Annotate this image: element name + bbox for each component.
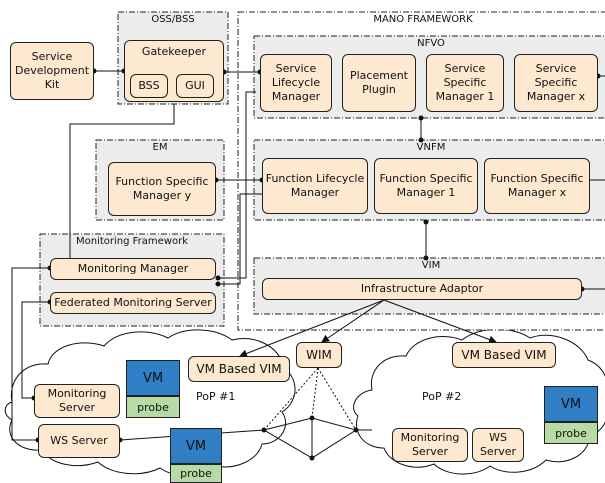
infrastructure-adaptor-box: Infrastructure Adaptor [262, 278, 582, 300]
vnfm-title: VNFM [416, 142, 446, 153]
service-specific-manager-1-box: Service Specific Manager 1 [426, 54, 504, 112]
placement-plugin-box: Placement Plugin [342, 54, 416, 112]
function-specific-manager-x-box: Function Specific Manager x [484, 158, 590, 214]
vm-1-box: VM [126, 360, 180, 396]
vm-based-vim-2-box: VM Based VIM [452, 342, 556, 368]
vim-title: VIM [421, 260, 441, 271]
ws-server-2-box: WS Server [472, 428, 524, 462]
monitoring-manager-box: Monitoring Manager [50, 258, 216, 280]
vm-2-box: VM [170, 428, 222, 464]
monitoring-server-2-box: Monitoring Server [392, 428, 468, 462]
pop2-label: PoP #2 [422, 390, 462, 403]
gui-box: GUI [176, 74, 214, 98]
oss-bss-title: OSS/BSS [151, 14, 195, 25]
monitoring-framework-title: Monitoring Framework [75, 236, 188, 247]
service-lifecycle-manager-box: Service Lifecycle Manager [260, 54, 332, 112]
bss-box: BSS [130, 74, 168, 98]
function-specific-manager-1-box: Function Specific Manager 1 [374, 158, 478, 214]
mano-framework-title: MANO FRAMEWORK [373, 14, 473, 25]
monitoring-server-1-box: Monitoring Server [34, 384, 120, 418]
vm-based-vim-1-box: VM Based VIM [188, 356, 290, 382]
pop1-label: PoP #1 [196, 390, 236, 403]
vm-3-box: VM [544, 386, 598, 422]
gatekeeper-label: Gatekeeper [141, 45, 207, 58]
ws-server-1-box: WS Server [38, 424, 120, 458]
federated-monitoring-server-box: Federated Monitoring Server [50, 292, 216, 314]
probe-1-box: probe [126, 396, 180, 418]
probe-2-box: probe [170, 464, 222, 483]
em-title: EM [152, 142, 168, 153]
connectors [11, 70, 605, 441]
function-specific-manager-y-box: Function Specific Manager y [108, 162, 216, 216]
probe-3-box: probe [544, 422, 598, 444]
service-development-kit-box: Service Development Kit [10, 42, 94, 100]
wim-dotted-network [263, 367, 357, 431]
function-lifecycle-manager-box: Function Lifecycle Manager [262, 158, 368, 214]
service-specific-manager-x-box: Service Specific Manager x [514, 54, 598, 112]
adaptor-arrows [239, 299, 497, 358]
wim-box: WIM [296, 342, 342, 368]
nfvo-title: NFVO [417, 38, 445, 49]
